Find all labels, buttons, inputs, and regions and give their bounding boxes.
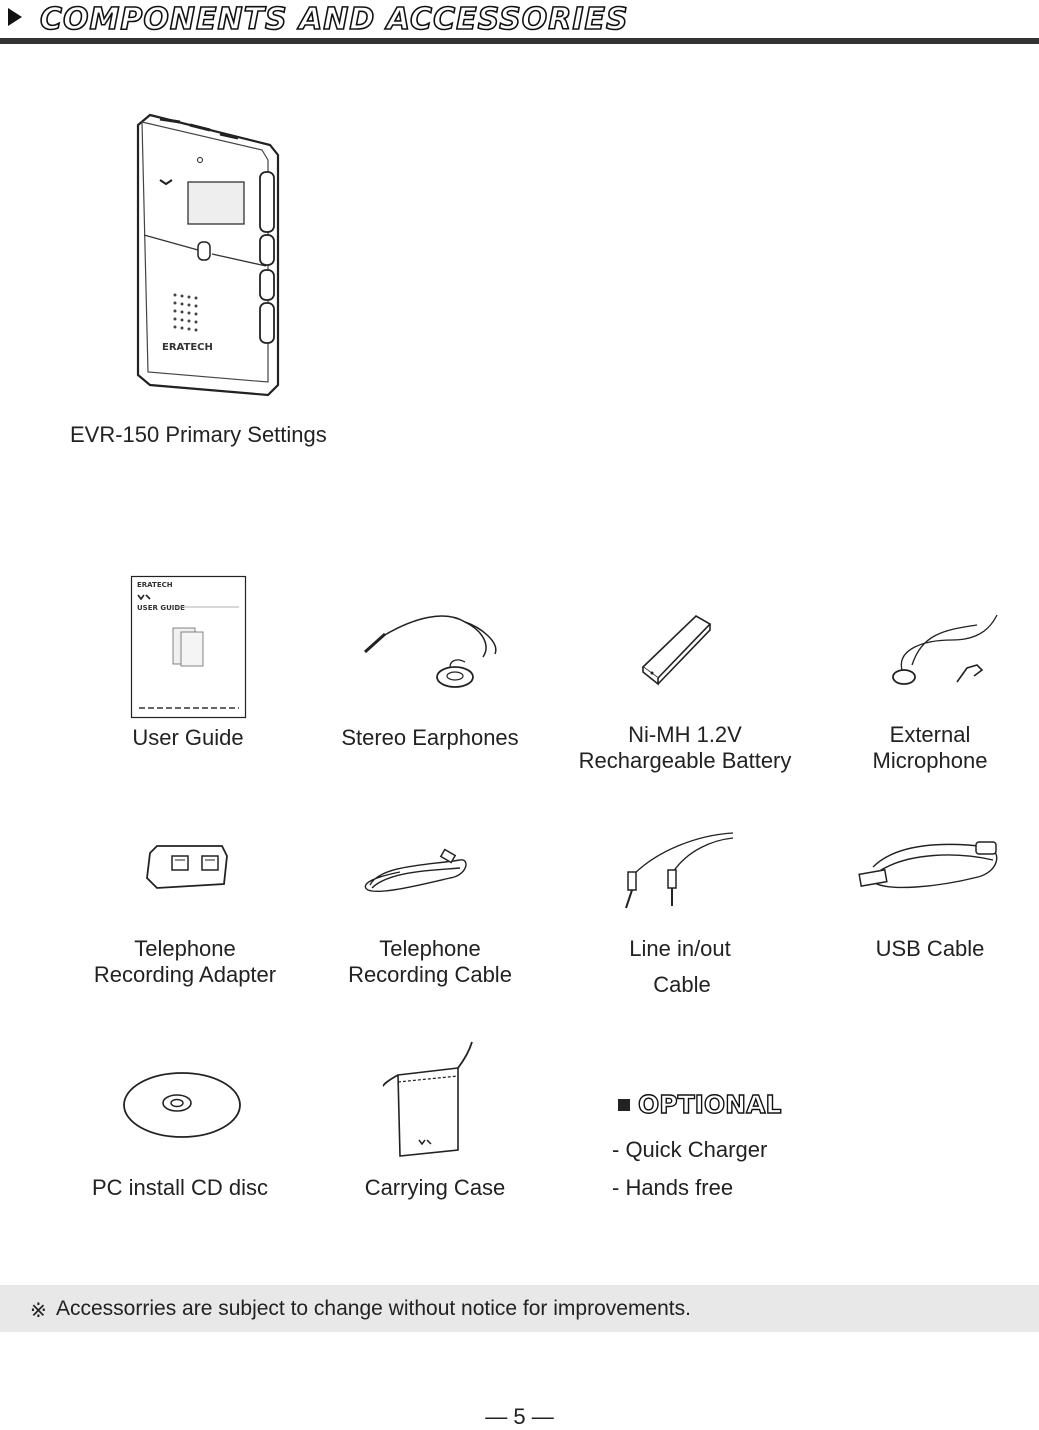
- battery-icon: [641, 615, 712, 686]
- item-label-cd-disc: PC install CD disc: [91, 1175, 269, 1200]
- microphone-icon: [892, 614, 998, 685]
- device-brand-text: ERATECH: [162, 342, 213, 353]
- header-rule: [0, 38, 1039, 44]
- earphones-icon: [363, 615, 497, 688]
- page-number: — 5 —: [485, 1404, 554, 1429]
- item-label-earphones: Stereo Earphones: [341, 725, 519, 750]
- item-label-line-cable-2: Cable: [653, 972, 711, 997]
- page-title: COMPONENTS AND ACCESSORIES: [39, 1, 629, 38]
- optional-item: - Quick Charger: [612, 1137, 768, 1162]
- reference-mark-icon: ※: [30, 1300, 47, 1322]
- line-cable-icon: [625, 832, 734, 909]
- usb-cable-icon: [858, 841, 998, 889]
- page-header: COMPONENTS AND ACCESSORIES: [0, 0, 1039, 46]
- optional-item: - Hands free: [612, 1175, 734, 1200]
- booklet-brand-text: ERATECH: [137, 581, 173, 589]
- recorder-device-illustration: ERATECH: [136, 113, 280, 397]
- square-bullet-icon: [618, 1099, 630, 1111]
- item-label-user-guide: User Guide: [132, 725, 244, 750]
- telephone-cable-icon: [364, 848, 467, 893]
- optional-title: OPTIONAL: [637, 1089, 782, 1119]
- item-label-line-cable-1: Line in/out: [629, 936, 731, 961]
- triangle-bullet-icon: [8, 8, 22, 26]
- item-label-usb-cable: USB Cable: [875, 936, 985, 961]
- note-bar: [0, 1285, 1039, 1332]
- booklet-title-text: USER GUIDE: [137, 604, 185, 612]
- user-guide-booklet-icon: ERATECH USER GUIDE: [130, 575, 247, 719]
- cd-disc-icon: [123, 1072, 241, 1138]
- main-device-label: EVR-150 Primary Settings: [70, 422, 327, 447]
- telephone-adapter-icon: [146, 845, 228, 889]
- carrying-case-icon: [382, 1041, 473, 1157]
- item-label-carrying-case: Carrying Case: [364, 1175, 506, 1200]
- note-text: Accessorries are subject to change witho…: [56, 1297, 691, 1320]
